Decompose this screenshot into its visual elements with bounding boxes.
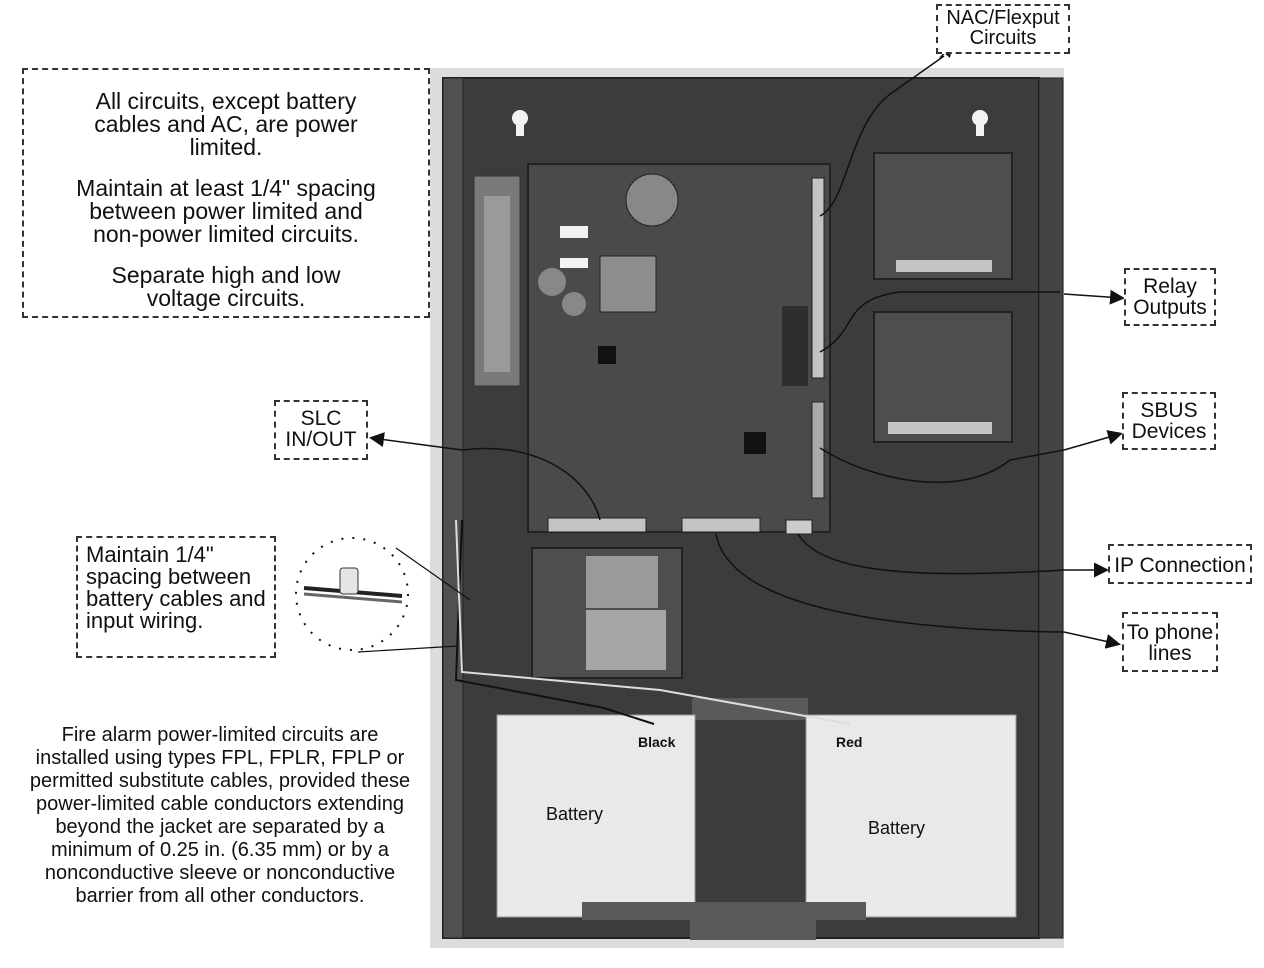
phone-line2: lines bbox=[1148, 642, 1192, 665]
battery-label-right: Battery bbox=[868, 818, 926, 838]
nac-line2: Circuits bbox=[969, 27, 1037, 49]
transformer-plate bbox=[484, 196, 510, 372]
main-board bbox=[527, 163, 831, 533]
callout-ip: IP Connection bbox=[1108, 544, 1252, 584]
chip-1 bbox=[598, 346, 616, 364]
phone-line1: To phone bbox=[1126, 621, 1214, 644]
wire-label-red: Red bbox=[836, 734, 863, 750]
comm-daughterboard-1 bbox=[586, 556, 658, 608]
arrow-sbus bbox=[1063, 430, 1123, 451]
keyhole-left bbox=[512, 110, 528, 136]
enclosure-right-rail bbox=[1038, 77, 1064, 939]
component-white-2 bbox=[560, 258, 588, 268]
capacitor-left-2 bbox=[562, 292, 586, 316]
relay-line2: Outputs bbox=[1133, 296, 1207, 319]
fpl-note: Fire alarm power-limited circuits are in… bbox=[29, 724, 411, 907]
module-top bbox=[873, 152, 1013, 280]
sbus-line1: SBUS bbox=[1140, 399, 1198, 422]
wire-slc bbox=[461, 447, 601, 521]
note-power-limited-1: All circuits, except battery cables and … bbox=[94, 88, 358, 160]
power-limited-note: All circuits, except battery cables and … bbox=[22, 68, 430, 318]
relay-line1: Relay bbox=[1143, 275, 1197, 298]
wire-nac bbox=[819, 55, 945, 217]
callout-sbus: SBUS Devices bbox=[1122, 392, 1216, 450]
wire-ip bbox=[797, 533, 1065, 575]
chip-2 bbox=[744, 432, 766, 454]
callout-slc: SLC IN/OUT bbox=[274, 400, 368, 460]
battery-bracket bbox=[582, 902, 866, 920]
battery-wire-red bbox=[455, 519, 851, 725]
arrow-slc bbox=[369, 432, 463, 451]
capacitor-large bbox=[625, 173, 679, 227]
module-top-terminals bbox=[896, 260, 992, 272]
callout-nac: NAC/Flexput Circuits bbox=[936, 4, 1070, 54]
wire-sbus bbox=[819, 447, 1065, 484]
battery-spacing-text: Maintain 1/4" spacing between battery ca… bbox=[86, 542, 266, 633]
cable-detail-2 bbox=[303, 592, 403, 604]
magnifier-leader-1 bbox=[395, 547, 471, 601]
wire-relay bbox=[819, 291, 1060, 353]
terminal-strip-bottom-2 bbox=[681, 517, 761, 533]
module-middle bbox=[873, 311, 1013, 443]
ethernet-jack bbox=[785, 519, 813, 535]
note-power-limited-2: Maintain at least 1/4" spacing between p… bbox=[76, 175, 376, 247]
terminal-strip-bottom-1 bbox=[547, 517, 647, 533]
terminal-strip-right bbox=[811, 177, 825, 379]
battery-shelf-top bbox=[692, 698, 808, 720]
arrow-phone bbox=[1063, 631, 1121, 649]
note-power-limited-3: Separate high and low voltage circuits. bbox=[111, 262, 341, 311]
battery-bracket-lower bbox=[690, 920, 816, 940]
cable-clip bbox=[339, 567, 359, 595]
transformer bbox=[599, 255, 657, 313]
battery-right bbox=[805, 714, 1017, 918]
battery-spacing-note: Maintain 1/4" spacing between battery ca… bbox=[76, 536, 276, 658]
component-white-1 bbox=[560, 226, 588, 238]
wire-phone bbox=[715, 533, 1065, 633]
ip-label: IP Connection bbox=[1114, 554, 1246, 577]
keyhole-right bbox=[972, 110, 988, 136]
slc-line2: IN/OUT bbox=[285, 428, 357, 451]
comm-daughterboard-2 bbox=[586, 610, 666, 670]
callout-relay: Relay Outputs bbox=[1124, 268, 1216, 326]
capacitor-left bbox=[538, 268, 566, 296]
callout-phone: To phone lines bbox=[1122, 612, 1218, 672]
sbus-line2: Devices bbox=[1131, 420, 1207, 443]
battery-left bbox=[496, 714, 696, 918]
module-middle-terminals bbox=[888, 422, 992, 434]
battery-label-left: Battery bbox=[546, 804, 604, 824]
arrow-relay bbox=[1063, 289, 1125, 305]
slc-line1: SLC bbox=[300, 407, 342, 430]
relay-block bbox=[782, 306, 808, 386]
magnifier-leader-2 bbox=[357, 645, 459, 653]
enclosure-left-rail bbox=[442, 77, 464, 939]
nac-line1: NAC/Flexput bbox=[946, 7, 1060, 29]
wire-label-black: Black bbox=[638, 734, 676, 750]
